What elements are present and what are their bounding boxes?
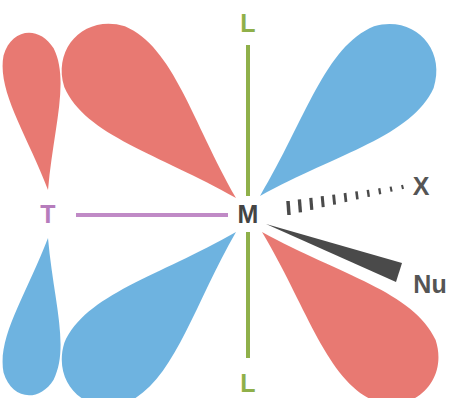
orbital-lobe — [227, 3, 451, 230]
ligand-bond — [246, 232, 250, 358]
hashed-wedge — [288, 185, 403, 215]
solid-wedge — [266, 224, 402, 282]
leaving-group-label: X — [413, 174, 430, 199]
orbital-lobe — [41, 198, 270, 398]
ligand-label: L — [240, 371, 255, 396]
metal-label: M — [238, 202, 259, 227]
orbital-lobe — [41, 3, 270, 232]
trans-bond — [76, 213, 228, 217]
ligand-label: L — [240, 11, 255, 36]
nucleophile-label: Nu — [413, 272, 446, 297]
ligand-bond — [246, 45, 250, 196]
orbital-lobe — [229, 197, 451, 398]
trans-label: T — [40, 202, 55, 227]
